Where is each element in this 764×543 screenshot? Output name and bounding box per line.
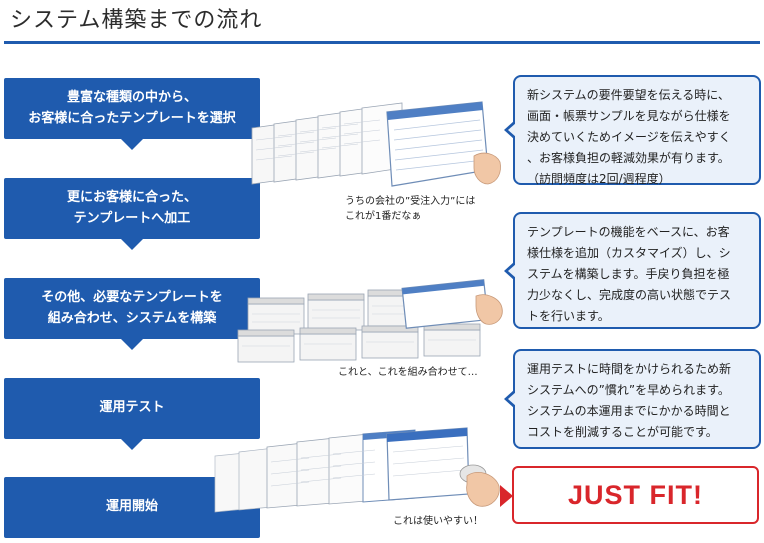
- caption-order-entry: うちの会社の”受注入力”には これが1番だなぁ: [345, 196, 476, 222]
- bubble-customize: テンプレートの機能をベースに、お客 様仕様を追加（カスタマイズ）し、シ ステムを…: [504, 212, 761, 329]
- combined-templates-illustration: [237, 279, 503, 363]
- bubble-operation-test: 運用テストに時間をかけられるため新 システムへの”慣れ”を早められます。 システ…: [504, 349, 761, 449]
- step-operation-test: 運用テスト: [4, 378, 260, 450]
- caption-easy-to-use: これは使いやすい！: [393, 516, 483, 527]
- result-arrow: [500, 485, 513, 507]
- caption-combine: これと、これを組み合わせて…: [338, 367, 478, 378]
- step-customize-template: 更にお客様に合った、 テンプレートへ加工: [4, 178, 260, 250]
- page-title: システム構築までの流れ: [10, 8, 263, 33]
- step-build-system: その他、必要なテンプレートを 組み合わせ、システムを構築: [4, 278, 260, 350]
- step-select-template: 豊富な種類の中から、 お客様に合ったテンプレートを選択: [4, 78, 260, 150]
- bubble-requirements: 新システムの要件要望を伝える時に、 画面・帳票サンプルを見ながら仕様を 決めてい…: [504, 75, 761, 186]
- operation-screens-illustration: [214, 427, 500, 513]
- title-rule: [4, 41, 760, 44]
- just-fit-badge: JUST FIT!: [512, 466, 759, 524]
- template-screens-illustration: [251, 101, 501, 187]
